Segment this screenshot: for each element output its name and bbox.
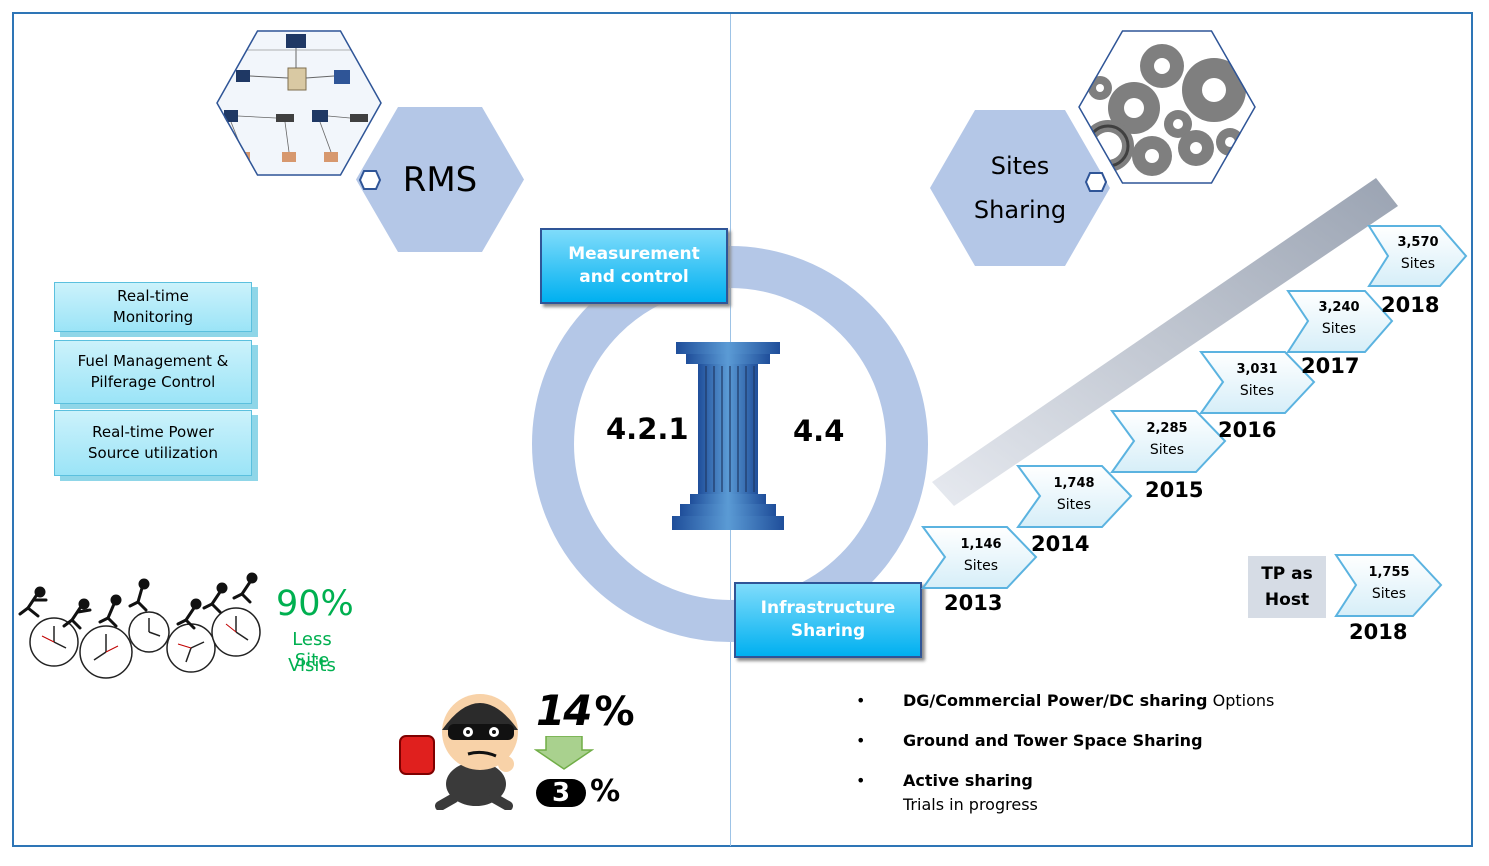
pilferage-to-value: 3: [536, 779, 587, 807]
decrease-arrow-icon: [534, 736, 594, 770]
feature-label: Fuel Management & Pilferage Control: [77, 352, 229, 391]
bullet-text: Active sharing: [903, 771, 1033, 790]
left-number: 4.2.1: [606, 412, 689, 446]
step-2015: 2,285 Sites: [1136, 421, 1198, 458]
step-value: 3,240: [1318, 300, 1360, 315]
feature-fuel-management: Fuel Management & Pilferage Control: [54, 340, 252, 404]
year-2013: 2013: [944, 591, 1003, 615]
bullet-text: DG/Commercial Power/DC sharing Options: [903, 691, 1274, 710]
badge-line-1: Measurement: [568, 244, 700, 264]
host-step-2018: 1,755 Sites: [1358, 565, 1420, 602]
step-value: 3,570: [1397, 235, 1439, 250]
feature-label: Real-time Power Source utilization: [88, 423, 218, 462]
step-unit: Sites: [1321, 321, 1357, 337]
host-label-1: TP as: [1261, 564, 1313, 584]
outer-frame: [12, 12, 1473, 847]
step-unit: Sites: [1149, 442, 1185, 458]
network-diagram-icon: [224, 34, 368, 162]
step-value: 1,146: [960, 537, 1002, 552]
visits-percent: 90%: [276, 584, 354, 624]
visits-label-2: Visits: [288, 655, 336, 676]
step-2016: 3,031 Sites: [1226, 362, 1288, 399]
bullet-active-sharing: • Active sharing Trials in progress: [856, 771, 1286, 819]
visits-label-1: Less Site: [292, 629, 332, 671]
pilferage-to: 3%: [536, 774, 620, 809]
pilferage-from: 14%: [536, 686, 635, 735]
step-2013: 1,146 Sites: [950, 537, 1012, 574]
bullet-subtext: Trials in progress: [903, 795, 1038, 814]
measurement-control-badge: Measurement and control: [540, 228, 728, 304]
feature-power-source: Real-time Power Source utilization: [54, 410, 252, 476]
step-value: 1,755: [1368, 565, 1410, 580]
year-2016: 2016: [1218, 418, 1277, 442]
bullet-icon: •: [856, 731, 866, 750]
pilferage-to-percent: %: [590, 774, 621, 809]
host-label-2: Host: [1264, 590, 1310, 610]
bullet-rest: Options: [1207, 691, 1275, 710]
step-unit: Sites: [1056, 497, 1092, 513]
bullet-bold: Active sharing: [903, 771, 1033, 790]
bullet-icon: •: [856, 771, 866, 790]
step-2014: 1,748 Sites: [1043, 476, 1105, 513]
rms-title: RMS: [402, 159, 478, 200]
tp-as-host-box: TP as Host: [1248, 556, 1326, 618]
step-value: 3,031: [1236, 362, 1278, 377]
right-number: 4.4: [793, 414, 845, 448]
year-2018: 2018: [1381, 293, 1440, 317]
badge-line-2: and control: [579, 267, 689, 287]
step-unit: Sites: [1400, 256, 1436, 272]
step-2018: 3,570 Sites: [1387, 235, 1449, 272]
badge-line-1: Infrastructure: [760, 598, 896, 618]
feature-label: Real-time Monitoring: [112, 287, 194, 326]
year-2014: 2014: [1031, 532, 1090, 556]
center-ring: [532, 246, 928, 642]
bullet-text: Ground and Tower Space Sharing: [903, 731, 1203, 750]
step-value: 1,748: [1053, 476, 1095, 491]
small-hex-icon: [358, 170, 382, 190]
year-2017: 2017: [1301, 354, 1360, 378]
host-year-2018: 2018: [1349, 620, 1408, 644]
sites-sharing-title-2: Sharing: [973, 196, 1067, 224]
bullet-bold: Ground and Tower Space Sharing: [903, 731, 1203, 750]
feature-realtime-monitoring: Real-time Monitoring: [54, 282, 252, 332]
bullet-ground-tower: • Ground and Tower Space Sharing: [856, 731, 1286, 753]
network-hex-outline: [216, 30, 382, 176]
step-unit: Sites: [1239, 383, 1275, 399]
running-clocks-icon: [18, 572, 261, 679]
pilferage-from-percent: %: [594, 689, 634, 735]
infrastructure-sharing-badge: Infrastructure Sharing: [734, 582, 922, 658]
gears-hex-outline: [1078, 30, 1256, 184]
badge-line-2: Sharing: [790, 621, 866, 641]
sites-sharing-title-1: Sites: [990, 152, 1050, 180]
sites-sharing-hexagon: Sites Sharing: [930, 110, 1110, 266]
small-hex-icon: [1084, 172, 1108, 192]
step-unit: Sites: [963, 558, 999, 574]
year-2015: 2015: [1145, 478, 1204, 502]
bullet-dg-sharing: • DG/Commercial Power/DC sharing Options: [856, 691, 1286, 713]
bullet-icon: •: [856, 691, 866, 710]
step-2017: 3,240 Sites: [1308, 300, 1370, 337]
bullet-bold: DG/Commercial Power/DC sharing: [903, 691, 1208, 710]
guest-trend-band: [932, 178, 1398, 506]
thief-icon: [399, 694, 518, 810]
pillar-icon: [672, 342, 784, 530]
step-unit: Sites: [1371, 586, 1407, 602]
rms-hexagon: RMS: [356, 107, 524, 252]
pilferage-from-value: 14: [536, 686, 592, 735]
step-value: 2,285: [1146, 421, 1188, 436]
